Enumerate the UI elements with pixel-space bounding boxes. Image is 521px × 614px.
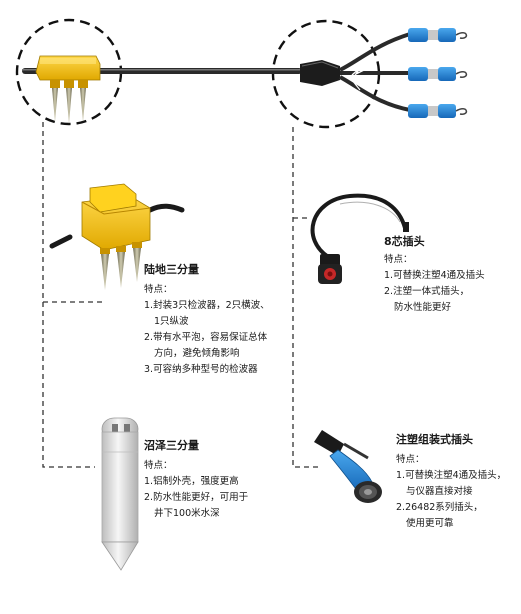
plug8-feature-2: 2.注塑一体式插头， (384, 286, 470, 297)
marsh-title: 沼泽三分量 (144, 439, 199, 452)
marsh-feature-1: 1.铝制外壳，强度更高 (144, 476, 239, 487)
plug8-feature-1: 1.可替换注塑4通及插头 (384, 270, 485, 281)
plug8-feature-2b: 防水性能更好 (394, 302, 452, 313)
land-feature-1b: 1只纵波 (154, 316, 189, 327)
land-feature-1: 1.封装3只检波器，2只横波、 (144, 300, 270, 311)
land-feature-3: 3.可容纳多种型号的检波器 (144, 364, 258, 375)
branch-connectors (408, 28, 468, 118)
molded-plug-title: 注塑组装式插头 (396, 433, 473, 446)
land-feature-label: 特点： (144, 284, 173, 295)
land-geophone-small (35, 55, 101, 124)
molded-plug-feature-1b: 与仪器直接对接 (406, 486, 473, 497)
land-geophone-large (49, 183, 185, 290)
marsh-feature-label: 特点： (144, 460, 173, 471)
molded-plug-feature-2b: 使用更可靠 (406, 518, 454, 529)
plug8-feature-label: 特点： (384, 254, 413, 265)
marsh-feature-2: 2.防水性能更好，可用于 (144, 492, 249, 503)
leader-lines (42, 122, 322, 468)
molded-plug-image (314, 430, 382, 503)
marsh-geophone (101, 417, 139, 571)
land-feature-2: 2.带有水平泡，容易保证总体 (144, 332, 268, 343)
cable-takeout-hub (300, 32, 411, 112)
molded-plug-feature-label: 特点： (396, 454, 425, 465)
plug8-title: 8芯插头 (384, 235, 425, 248)
molded-plug-feature-1: 1.可替换注塑4通及插头， (396, 470, 507, 481)
marsh-feature-2b: 井下100米水深 (154, 508, 220, 519)
plug8-image (310, 193, 409, 284)
land-feature-2b: 方向，避免倾角影响 (154, 348, 240, 359)
land-title: 陆地三分量 (144, 263, 199, 276)
molded-plug-feature-2: 2.26482系列插头， (396, 502, 483, 513)
